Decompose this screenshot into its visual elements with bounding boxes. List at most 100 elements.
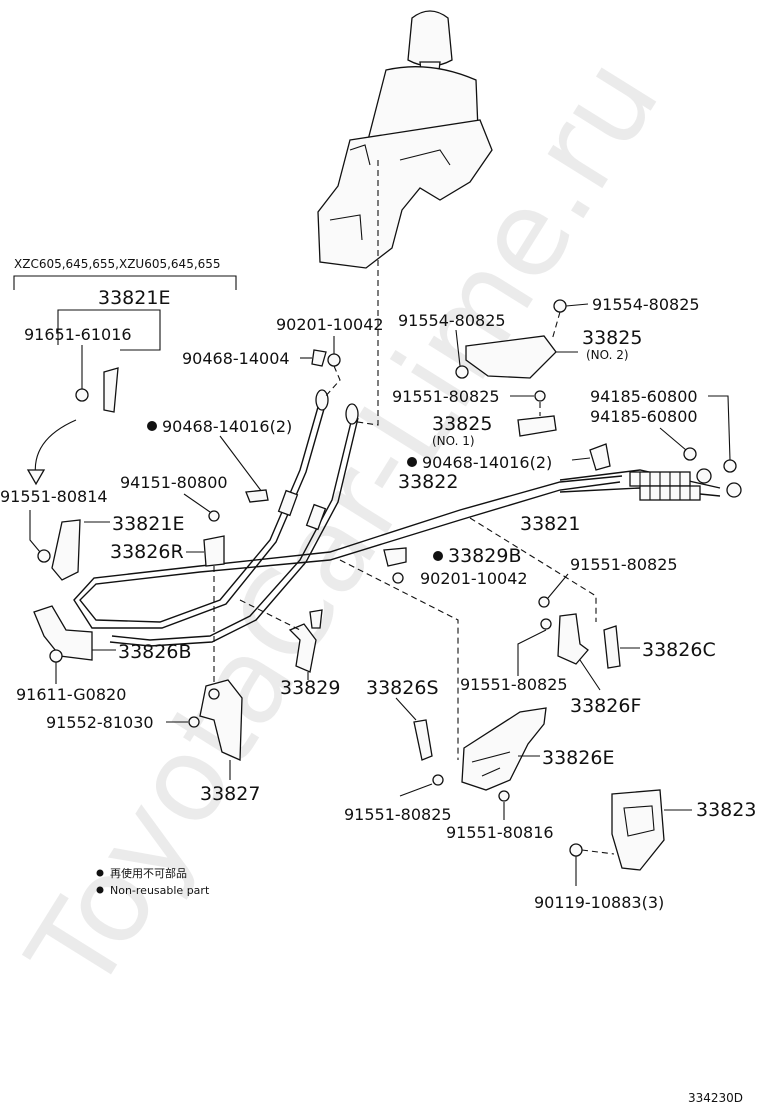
label-90201-10042-top: 90201-10042	[276, 315, 384, 334]
clip-90468-14004	[311, 349, 327, 367]
label-91552-81030: 91552-81030	[46, 713, 154, 732]
bracket-33826B-shape	[33, 605, 93, 661]
leader-91551-mid	[517, 629, 547, 676]
label-33829B: 33829B	[448, 545, 521, 567]
cable-right-run-a	[559, 469, 721, 489]
bracket-33827-hole	[208, 688, 220, 700]
label-33821E-top: 33821E	[98, 287, 170, 309]
bolt-91551-80825-top	[534, 390, 546, 402]
nonreusable-dot-33829B	[433, 551, 443, 561]
bracket-33829-tab	[309, 609, 323, 629]
bracket-33821E-mid	[29, 510, 110, 581]
leader-94151	[183, 493, 211, 513]
bracket-33826B	[33, 605, 116, 684]
label-90119-10883: 90119-10883(3)	[534, 893, 664, 912]
bracket-33829	[288, 623, 317, 673]
bracket-33826E	[461, 707, 547, 791]
label-91551-80816: 91551-80816	[446, 823, 554, 842]
nonreusable-dot-90468-left	[147, 421, 157, 431]
label-33826B: 33826B	[118, 641, 191, 663]
cable-end-left-a	[315, 389, 329, 411]
leader-91551-bottom	[399, 783, 433, 797]
cable-clip-detail	[26, 309, 161, 486]
label-91651-61016: 91651-61016	[24, 325, 132, 344]
bracket-33823	[611, 789, 665, 871]
bracket-33823-detail	[623, 805, 655, 837]
leader-91551-right	[547, 573, 569, 599]
leader-91554-mid	[455, 329, 461, 367]
clip-90468-14016-left	[245, 489, 269, 503]
label-91551-80825-right: 91551-80825	[570, 555, 678, 574]
label-90468-14016-left: 90468-14016(2)	[162, 417, 292, 436]
label-90201-10042-mid: 90201-10042	[420, 569, 528, 588]
legend-jp: 再使用不可部品	[110, 866, 187, 880]
cable-33821-inner	[73, 401, 623, 629]
washer-90201-10042-mid	[392, 572, 404, 584]
bolt-91554-80825-mid	[455, 365, 469, 379]
clip-33829B-part	[383, 547, 407, 567]
dash-90119	[581, 849, 615, 855]
label-33826S: 33826S	[366, 677, 439, 699]
label-33825-no2-sub: (NO. 2)	[586, 348, 629, 362]
label-33826R: 33826R	[110, 541, 184, 563]
leader-33826F	[579, 659, 601, 691]
nonreusable-dot-90468-right	[407, 457, 417, 467]
label-91551-80814: 91551-80814	[0, 487, 108, 506]
leader-33821E-top	[57, 309, 161, 351]
legend-dot-jp	[96, 869, 104, 877]
dash-33822-to-33826C	[469, 517, 597, 622]
leader-94185-b	[708, 395, 731, 461]
label-33825-no2: 33825	[582, 327, 642, 349]
cable-33822-inner	[109, 417, 359, 647]
bracket-33826E-detail	[471, 751, 511, 777]
label-91554-80825-mid: 91554-80825	[398, 311, 506, 330]
bolt-90119-10883	[569, 843, 583, 857]
cable-eye-a	[696, 468, 712, 484]
clip-33821E-top	[103, 367, 119, 413]
label-33823: 33823	[696, 799, 756, 821]
leader-90468-14016-right	[571, 457, 591, 461]
housing-details	[329, 144, 451, 241]
leader-90468-14016-left	[219, 435, 263, 493]
label-33825-no1-sub: (NO. 1)	[432, 434, 475, 448]
label-90468-14004: 90468-14004	[182, 349, 290, 368]
label-91611-G0820: 91611-G0820	[16, 685, 126, 704]
dash-center-to-33826E	[339, 559, 459, 760]
legend-en: Non-reusable part	[110, 884, 210, 897]
bracket-33825-no1	[517, 415, 557, 437]
bracket-33826F	[557, 613, 589, 665]
label-90468-14016-right: 90468-14016(2)	[422, 453, 552, 472]
bolt-91551-80825-mid	[540, 618, 552, 630]
label-33829: 33829	[280, 677, 340, 699]
figure-id: 334230D	[688, 1091, 743, 1105]
bolt-91554-80825-right	[553, 299, 567, 313]
bracket-33827	[199, 679, 243, 761]
shift-cables	[73, 389, 742, 647]
legend-dot-en	[96, 886, 104, 894]
label-91554-80825-right: 91554-80825	[592, 295, 700, 314]
bracket-group-33826F-C	[469, 517, 640, 691]
nut-94151-80800	[208, 510, 220, 522]
nut-94185-60800-b	[723, 459, 737, 473]
bracket-33826C	[603, 625, 621, 669]
label-94151-80800: 94151-80800	[120, 473, 228, 492]
cable-sleeve-b	[305, 503, 327, 531]
label-94185-60800-a: 94185-60800	[590, 387, 698, 406]
label-33822: 33822	[398, 471, 458, 493]
bracket-33826S	[413, 719, 433, 761]
label-33826E: 33826E	[542, 747, 614, 769]
leader-91551-80814	[29, 510, 41, 553]
variant-bracket	[13, 275, 237, 290]
label-33827: 33827	[200, 783, 260, 805]
label-94185-60800-b: 94185-60800	[590, 407, 698, 426]
dash-33829	[239, 599, 301, 631]
bracket-33825-no2	[465, 335, 557, 379]
cable-end-left-b	[345, 403, 359, 425]
bolt-91611-G0820	[49, 649, 63, 663]
leader-33826S	[395, 697, 417, 721]
bellows-ribs-b	[649, 486, 691, 500]
shift-lever-assembly	[317, 10, 493, 426]
bolt-91551-80825-right	[538, 596, 550, 608]
